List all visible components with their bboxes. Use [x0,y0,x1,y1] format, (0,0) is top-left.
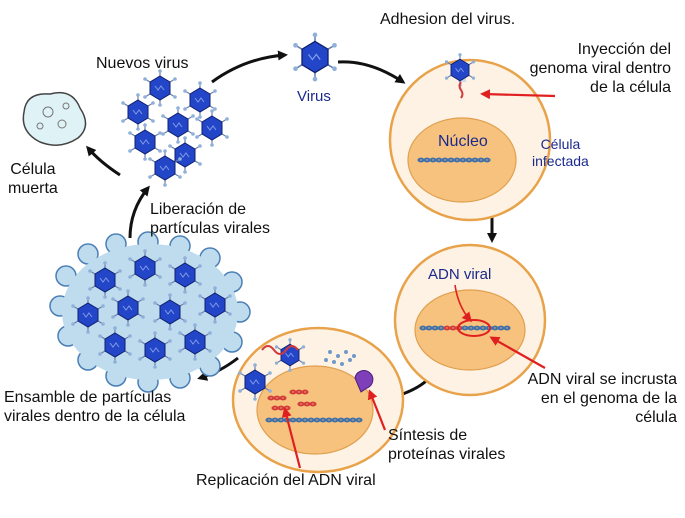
cycle-arrow-virus-to-cell [337,60,406,84]
label-release: Liberación de partículas virales [150,201,271,237]
free-virus [292,31,338,83]
integration-marker [457,319,491,337]
protein-dots [324,350,356,366]
cell-integration [393,243,547,397]
new-virus-cluster [120,68,230,188]
label-adhesion: Adhesion del virus. [380,11,516,28]
pointer-integration [489,336,546,369]
label-replication: Replicación del ADN viral [196,472,376,489]
cell-adhesion [388,52,552,222]
label-synthesis: Síntesis de proteínas virales [388,427,506,463]
label-virus: Virus [297,88,331,105]
nucleus-cell-3 [256,365,374,455]
ribosome-icon [354,370,374,393]
label-assembly: Ensamble de partículas virales dentro de… [4,389,186,425]
cycle-arrow-assembly-to-release [128,185,150,239]
cycle-arrow-newvirus-to-virus [211,50,288,84]
pointer-synthesis [367,389,387,431]
label-viral-dna: ADN viral [428,266,492,283]
cycle-arrow-release-to-dead-cell [86,145,121,177]
cell-replication [231,326,405,474]
cell-assembly [49,231,251,393]
dead-cell [22,91,87,146]
label-infected-cell: Célula infectada [532,136,589,169]
label-nucleus: Núcleo [438,133,488,150]
label-integration: ADN viral se incrusta en el genoma de la… [527,371,677,426]
pointer-replication [281,407,302,469]
label-dead-cell: Célula muerta [8,161,58,197]
pointer-injection [480,89,556,100]
label-injection: Inyección del genoma viral dentro de la … [529,41,671,96]
label-new-virus: Nuevos virus [96,55,189,72]
nucleus-cell-1 [407,117,517,203]
